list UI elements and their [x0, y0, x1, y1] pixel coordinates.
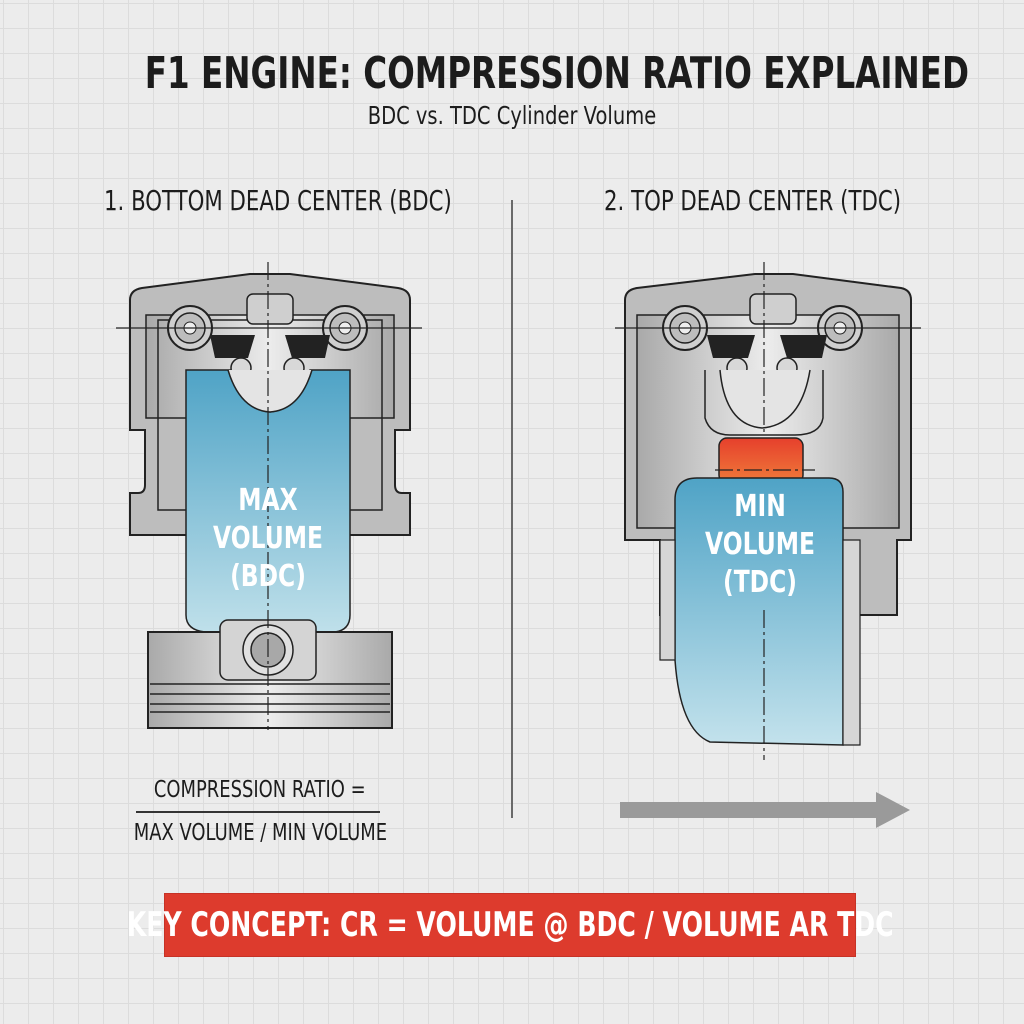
bdc-heading-text: 1. BOTTOM DEAD CENTER (BDC) [104, 184, 452, 217]
tdc-cylinder-diagram [615, 262, 921, 760]
key-concept-banner: KEY CONCEPT: CR = VOLUME @ BDC / VOLUME … [127, 893, 893, 957]
key-concept-text: KEY CONCEPT: CR = VOLUME @ BDC / VOLUME … [126, 905, 894, 945]
min-volume-label-line: MIN [734, 489, 786, 524]
piston [147, 619, 393, 729]
left-cylinder-wall [659, 539, 676, 661]
bdc-cylinder-diagram [116, 262, 422, 730]
cylinder-bore-outline [157, 319, 383, 511]
page-subtitle: BDC vs. TDC Cylinder Volume [0, 100, 1024, 132]
page-title-text: F1 ENGINE: COMPRESSION RATIO EXPLAINED [144, 48, 970, 99]
min-volume-label-line: VOLUME [705, 527, 815, 562]
head-top-cap [749, 293, 797, 325]
max-volume-label-line: MAX [238, 483, 298, 518]
head-top-cap [246, 293, 294, 325]
formula-numerator: COMPRESSION RATIO = [60, 775, 460, 805]
right-cylinder-wall [842, 539, 861, 746]
combustion-dome [719, 369, 811, 429]
exhaust-rocker [780, 335, 827, 358]
max-volume-label: MAX VOLUME (BDC) [188, 482, 348, 596]
fraction-bar [136, 811, 380, 813]
intake-rocker [210, 335, 255, 358]
max-volume-label-line: VOLUME [213, 521, 323, 556]
intake-rocker [707, 335, 755, 358]
chamber-roof-outline [704, 370, 824, 436]
exhaust-rocker [285, 335, 330, 358]
combustion-dome [227, 369, 313, 413]
min-volume-chamber [674, 477, 844, 746]
piston-crown [718, 437, 804, 484]
tdc-heading-text: 2. TOP DEAD CENTER (TDC) [604, 184, 902, 217]
min-volume-label: MIN VOLUME (TDC) [680, 488, 840, 602]
panel-divider [511, 200, 513, 818]
min-volume-label-line: (TDC) [723, 565, 797, 600]
formula-denominator: MAX VOLUME / MIN VOLUME [60, 818, 460, 848]
page-subtitle-text: BDC vs. TDC Cylinder Volume [367, 101, 657, 130]
page-title: F1 ENGINE: COMPRESSION RATIO EXPLAINED [0, 46, 1024, 102]
formula-denominator-text: MAX VOLUME / MIN VOLUME [133, 820, 387, 846]
right-arrow-icon [620, 792, 910, 828]
max-volume-label-line: (BDC) [230, 559, 306, 594]
formula-numerator-text: COMPRESSION RATIO = [154, 777, 366, 803]
